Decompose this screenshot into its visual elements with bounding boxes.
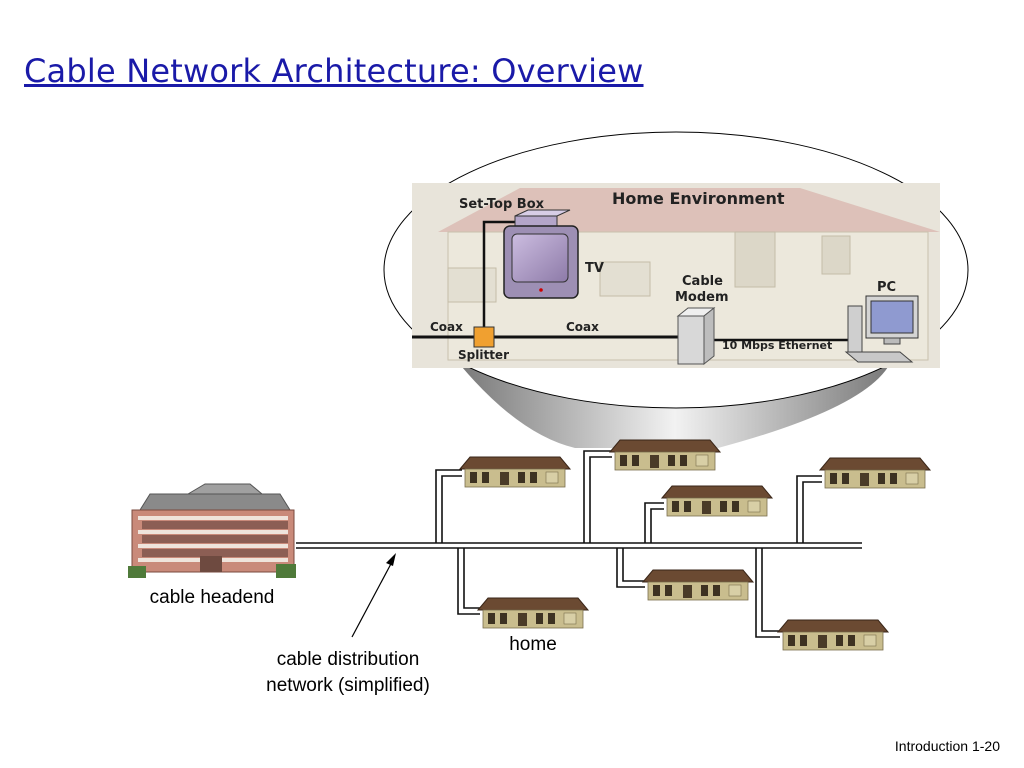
splitter-label: Splitter (458, 348, 509, 362)
home-icon (661, 485, 773, 517)
home-icon (819, 457, 931, 489)
distribution-arrow (351, 559, 394, 638)
pc (844, 295, 919, 363)
cable-modem (677, 315, 705, 365)
set-top-box (514, 215, 558, 227)
home-icon (609, 439, 721, 471)
cable-headend-building (128, 483, 296, 578)
coax-right-label: Coax (566, 320, 599, 334)
set-top-cable (482, 220, 520, 338)
cable-modem-label-2: Modem (675, 290, 729, 305)
cable-headend-label: cable headend (149, 587, 275, 608)
distribution-network-label: cable distribution network (simplified) (238, 647, 458, 699)
arrowhead-icon (386, 553, 396, 566)
cable-modem-label-1: Cable (682, 274, 723, 289)
slide-title: Cable Network Architecture: Overview (24, 52, 644, 90)
home-icon (642, 569, 754, 601)
distribution-label-line1: cable distribution (276, 649, 420, 670)
pc-label: PC (877, 280, 896, 295)
distribution-network (296, 450, 862, 638)
tv-label: TV (585, 261, 604, 276)
coax-left-label: Coax (430, 320, 463, 334)
splitter (473, 326, 495, 348)
set-top-box-label: Set-Top Box (459, 197, 545, 212)
home-icon (477, 597, 589, 629)
home-environment-title: Home Environment (612, 189, 785, 208)
home-environment-illustration: Home Environment Set-Top Box TV Cable Mo… (412, 183, 940, 368)
slide-footer: Introduction 1-20 (894, 738, 1000, 754)
home-icon (777, 619, 889, 651)
home-icon (459, 456, 571, 488)
distribution-label-line2: network (simplified) (266, 675, 430, 696)
home-label: home (509, 634, 557, 655)
ethernet-label: 10 Mbps Ethernet (722, 339, 832, 352)
